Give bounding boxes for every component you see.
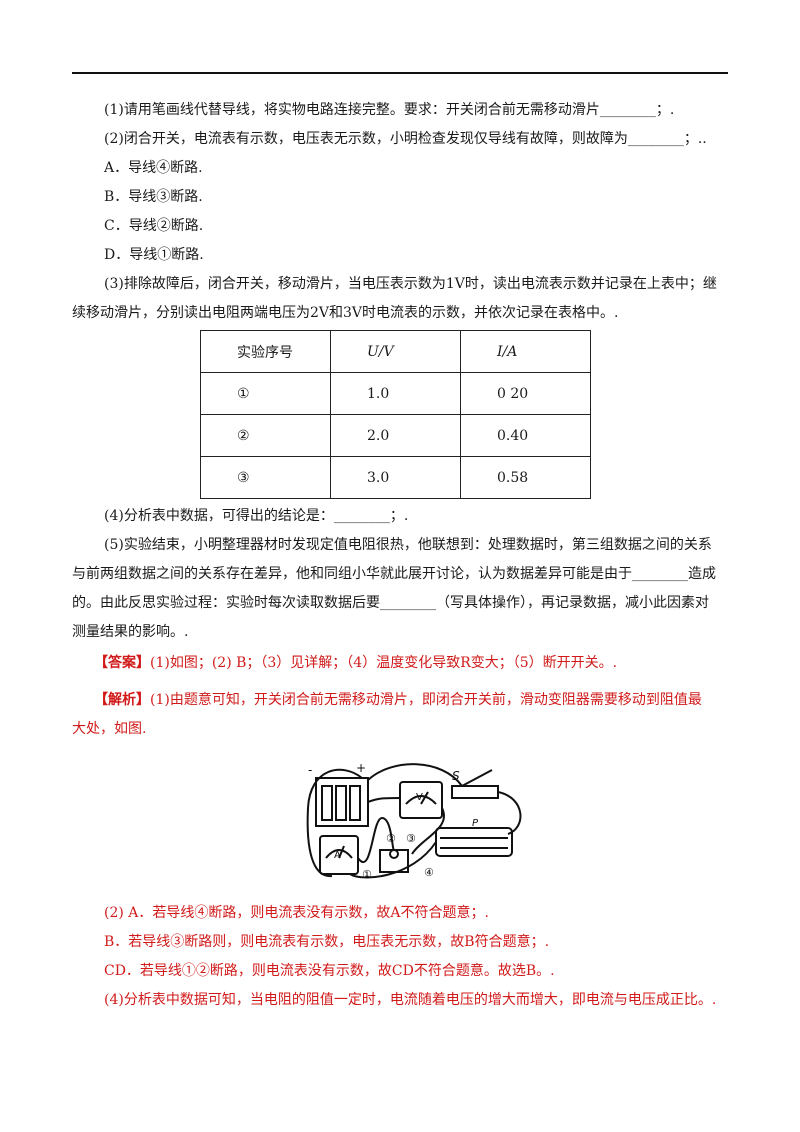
table-header: I/A — [460, 330, 591, 373]
table-cell: ① — [200, 372, 331, 415]
wire-label-3: ③ — [406, 832, 416, 845]
table-cell: 0.58 — [460, 456, 591, 499]
question-3-line-2: 续移动滑片，分别读出电阻两端电压为2V和3V时电流表的示数，并依次记录在表格中。… — [72, 305, 619, 321]
wire-label-4: ④ — [424, 866, 434, 879]
battery-minus-label: - — [308, 763, 312, 777]
option-b: B．导线③断路. — [104, 189, 203, 205]
table-cell: ③ — [200, 456, 331, 499]
option-a: A．导线④断路. — [104, 160, 203, 176]
table-cell: 3.0 — [330, 456, 461, 499]
analysis-part-3: B．若导线③断路则，则电流表有示数，电压表无示数，故B符合题意；. — [104, 934, 550, 950]
table-cell: 0 20 — [460, 372, 591, 415]
answer-line: 【答案】(1)如图；(2) B；（3）见详解；（4）温度变化导致R变大；（5）断… — [94, 653, 617, 673]
question-4: (4)分析表中数据，可得出的结论是：________；. — [104, 508, 409, 524]
table-row: ① 1.0 0 20 — [200, 372, 591, 415]
option-c: C．导线②断路. — [104, 218, 204, 234]
answer-text: (1)如图；(2) B；（3）见详解；（4）温度变化导致R变大；（5）断开开关。… — [150, 655, 618, 671]
question-2: (2)闭合开关，电流表有示数，电压表无示数，小明检查发现仅导线有故障，则故障为_… — [104, 131, 707, 147]
wire-label-2: ② — [386, 832, 396, 845]
table-row: ③ 3.0 0.58 — [200, 456, 591, 499]
analysis-part-2: (2) A．若导线④断路，则电流表没有示数，故A不符合题意；. — [104, 905, 489, 921]
table-row: ② 2.0 0.40 — [200, 414, 591, 457]
table-header: 实验序号 — [200, 330, 331, 373]
table-cell: ② — [200, 414, 331, 457]
battery-plus-label: + — [356, 761, 366, 775]
question-5-line-2: 与前两组数据之间的关系存在差异，他和同组小华就此展开讨论，认为数据差异可能是由于… — [72, 566, 716, 582]
voltmeter-label: V — [416, 792, 423, 803]
analysis-part-4: CD．若导线①②断路，则电流表没有示数，故CD不符合题意。故选B。. — [104, 963, 555, 979]
slider-label: P — [472, 818, 479, 829]
answer-tag: 【答案】 — [94, 655, 150, 671]
table-cell: 0.40 — [460, 414, 591, 457]
table-cell: 2.0 — [330, 414, 461, 457]
analysis-tag: 【解析】 — [94, 692, 150, 708]
circuit-figure: - + S P A V ① ② ③ ④ — [306, 761, 522, 881]
table-header: U/V — [330, 330, 461, 373]
table-cell: 1.0 — [330, 372, 461, 415]
table-header-row: 实验序号 U/V I/A — [200, 330, 591, 373]
question-5-line-3: 的。由此反思实验过程：实验时每次读取数据后要________（写具体操作），再记… — [72, 595, 709, 611]
question-3-line-1: (3)排除故障后，闭合开关，移动滑片，当电压表示数为1V时，读出电流表示数并记录… — [104, 276, 717, 292]
ammeter-label: A — [334, 850, 341, 861]
data-table: 实验序号 U/V I/A ① 1.0 0 20 ② 2.0 0.40 ③ 3.0… — [200, 330, 591, 499]
question-5-line-4: 测量结果的影响。. — [72, 624, 189, 640]
question-5-line-1: (5)实验结束，小明整理器材时发现定值电阻很热，他联想到：处理数据时，第三组数据… — [104, 537, 712, 553]
analysis-line-1: 【解析】(1)由题意可知，开关闭合前无需移动滑片，即闭合开关前，滑动变阻器需要移… — [94, 690, 702, 710]
header-rule — [72, 72, 728, 74]
analysis-line-2: 大处，如图. — [72, 721, 147, 737]
analysis-part-5: (4)分析表中数据可知，当电阻的阻值一定时，电流随着电压的增大而增大，即电流与电… — [104, 992, 717, 1008]
wire-label-1: ① — [362, 868, 372, 881]
analysis-text: (1)由题意可知，开关闭合前无需移动滑片，即闭合开关前，滑动变阻器需要移动到阻值… — [150, 692, 702, 708]
switch-label: S — [452, 769, 460, 783]
question-1: (1)请用笔画线代替导线，将实物电路连接完整。要求：开关闭合前无需移动滑片___… — [104, 102, 675, 118]
option-d: D．导线①断路. — [104, 247, 204, 263]
